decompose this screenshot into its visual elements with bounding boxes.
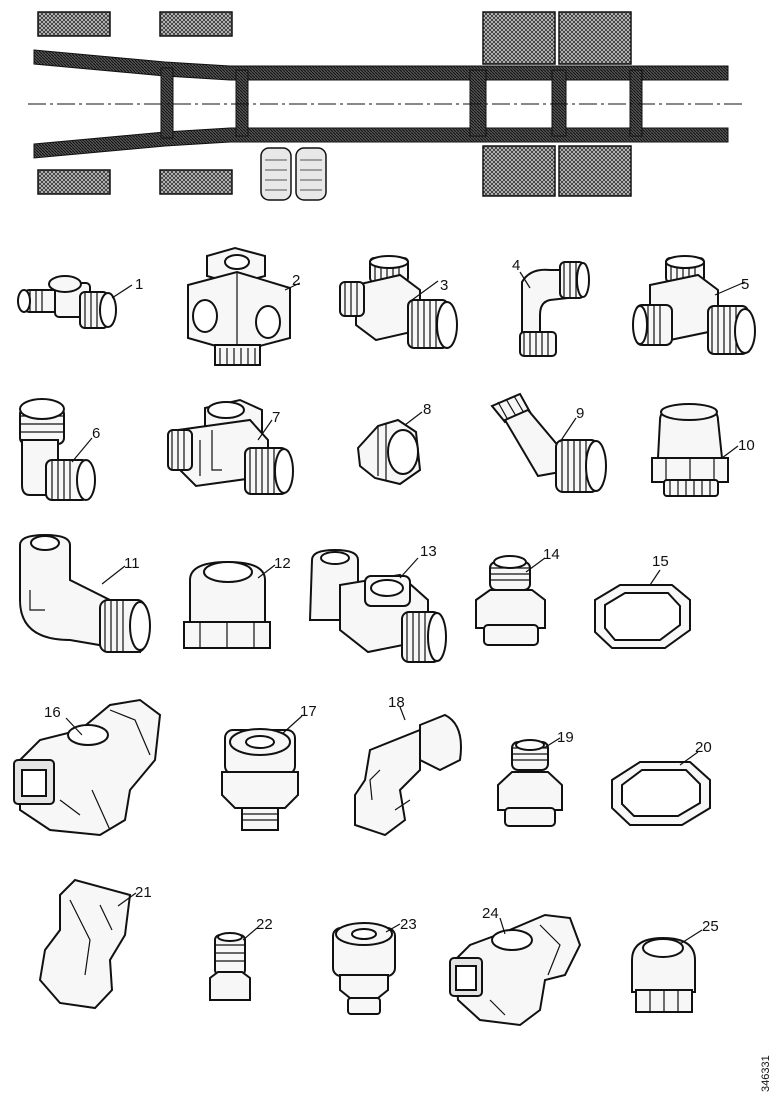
cross-member-1 xyxy=(160,67,174,139)
callout-7: 7 xyxy=(272,409,280,426)
air-tank-2 xyxy=(295,147,327,201)
part-15: 15 xyxy=(594,553,691,649)
cross-member-2 xyxy=(235,69,249,137)
part-21: 21 xyxy=(38,878,152,1010)
callout-6: 6 xyxy=(92,425,100,442)
callout-3: 3 xyxy=(440,277,448,294)
callout-11: 11 xyxy=(124,555,140,572)
document-number: 346331 xyxy=(760,1055,772,1092)
callout-21: 21 xyxy=(135,884,152,901)
callout-25: 25 xyxy=(702,918,719,935)
callout-24: 24 xyxy=(482,905,499,922)
cross-member-4 xyxy=(551,69,567,137)
part-16: 16 xyxy=(13,698,162,837)
wheel-rear-right-2 xyxy=(558,145,632,197)
part-19: 19 xyxy=(497,729,574,827)
callout-13: 13 xyxy=(420,543,437,560)
callout-9: 9 xyxy=(576,405,584,422)
part-12: 12 xyxy=(183,555,291,649)
callout-15: 15 xyxy=(652,553,669,570)
wheel-front-left xyxy=(37,11,111,37)
callout-16: 16 xyxy=(44,704,61,721)
part-5: 5 xyxy=(632,255,756,355)
part-18: 18 xyxy=(354,694,462,837)
wheel-second-right xyxy=(159,169,233,195)
callout-18: 18 xyxy=(388,694,405,711)
callout-22: 22 xyxy=(256,916,273,933)
part-22: 22 xyxy=(209,916,273,1001)
part-25: 25 xyxy=(631,918,719,1013)
wheel-rear-left-2 xyxy=(558,11,632,65)
callout-23: 23 xyxy=(400,916,417,933)
air-tank-1 xyxy=(260,147,292,201)
part-14: 14 xyxy=(475,546,560,646)
callout-4: 4 xyxy=(512,257,520,274)
callout-10: 10 xyxy=(738,437,755,454)
part-2: 2 xyxy=(187,246,300,366)
wheel-rear-right-1 xyxy=(482,145,556,197)
part-24: 24 xyxy=(449,905,582,1027)
part-11: 11 xyxy=(19,533,151,654)
part-17: 17 xyxy=(221,703,317,831)
part-13: 13 xyxy=(308,543,447,663)
callout-20: 20 xyxy=(695,739,712,756)
part-20: 20 xyxy=(611,739,712,826)
part-8: 8 xyxy=(356,401,431,486)
part-23: 23 xyxy=(332,916,417,1015)
wheel-second-left xyxy=(159,11,233,37)
wheel-front-right xyxy=(37,169,111,195)
cross-member-3 xyxy=(469,69,487,137)
callout-5: 5 xyxy=(741,276,749,293)
part-7: 7 xyxy=(167,398,294,495)
part-4: 4 xyxy=(512,257,590,357)
part-6: 6 xyxy=(19,398,100,501)
part-9: 9 xyxy=(490,392,607,493)
callout-14: 14 xyxy=(543,546,560,563)
callout-19: 19 xyxy=(557,729,574,746)
part-1: 1 xyxy=(17,275,143,329)
callout-12: 12 xyxy=(274,555,291,572)
wheel-rear-left-1 xyxy=(482,11,556,65)
callout-2: 2 xyxy=(292,272,300,289)
callout-17: 17 xyxy=(300,703,317,720)
callout-8: 8 xyxy=(423,401,431,418)
cross-member-5 xyxy=(629,69,643,137)
part-10: 10 xyxy=(651,403,755,497)
part-3: 3 xyxy=(339,255,458,349)
chassis-frame xyxy=(28,11,742,201)
callout-1: 1 xyxy=(135,276,143,293)
